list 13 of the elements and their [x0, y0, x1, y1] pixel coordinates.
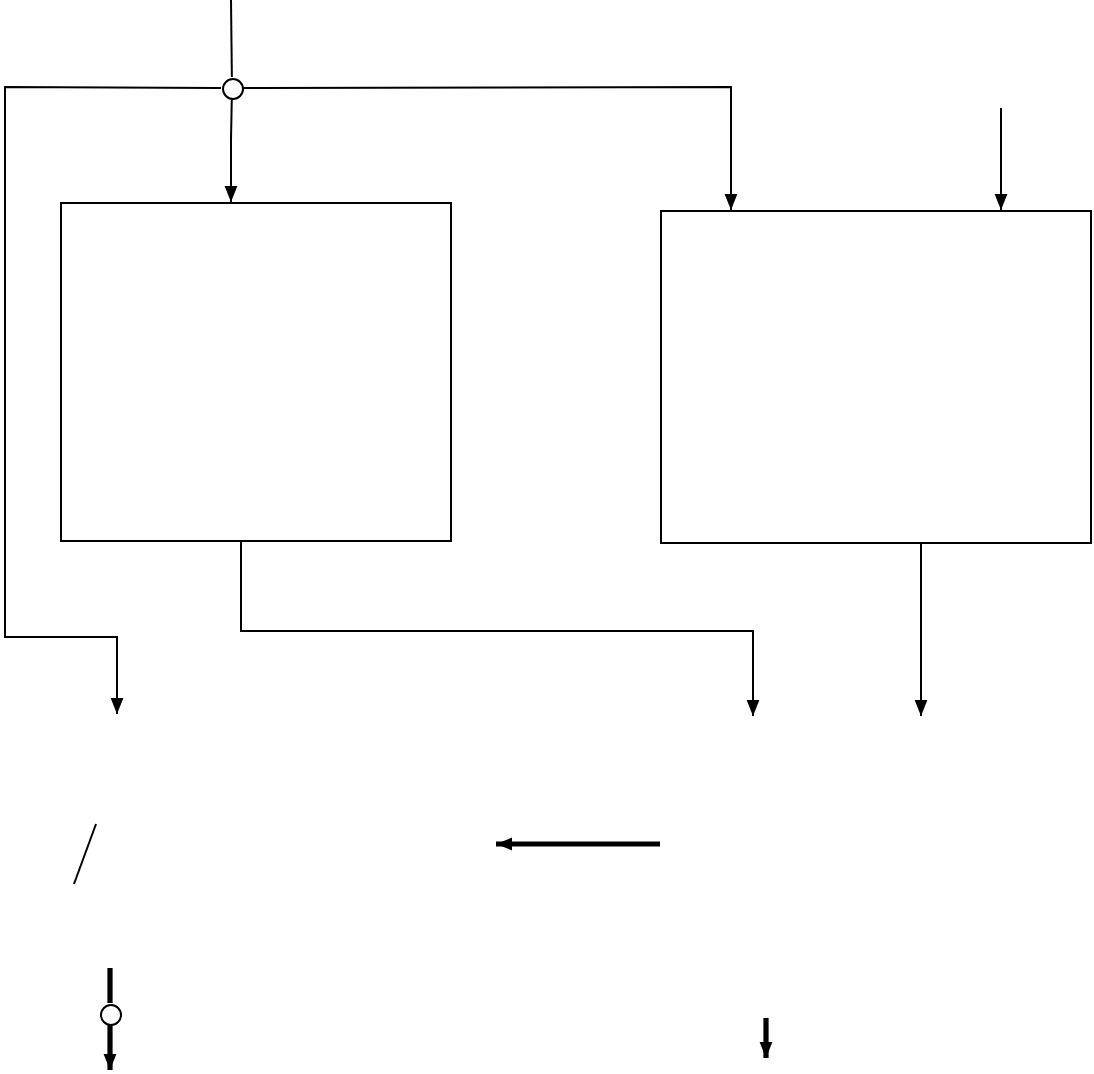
- process-box: [60, 202, 452, 542]
- connector-line: [107, 968, 113, 1003]
- arrow: [242, 86, 738, 211]
- arrow: [994, 107, 1008, 211]
- arrow: [914, 543, 928, 717]
- circle-marker: [99, 1003, 121, 1025]
- junction-circle: [221, 77, 243, 99]
- arrow: [103, 1025, 117, 1070]
- arrow: [4, 86, 222, 715]
- connector-line: [230, 0, 233, 78]
- arrow: [240, 541, 760, 717]
- process-box: [660, 210, 1092, 544]
- arrow: [224, 98, 238, 203]
